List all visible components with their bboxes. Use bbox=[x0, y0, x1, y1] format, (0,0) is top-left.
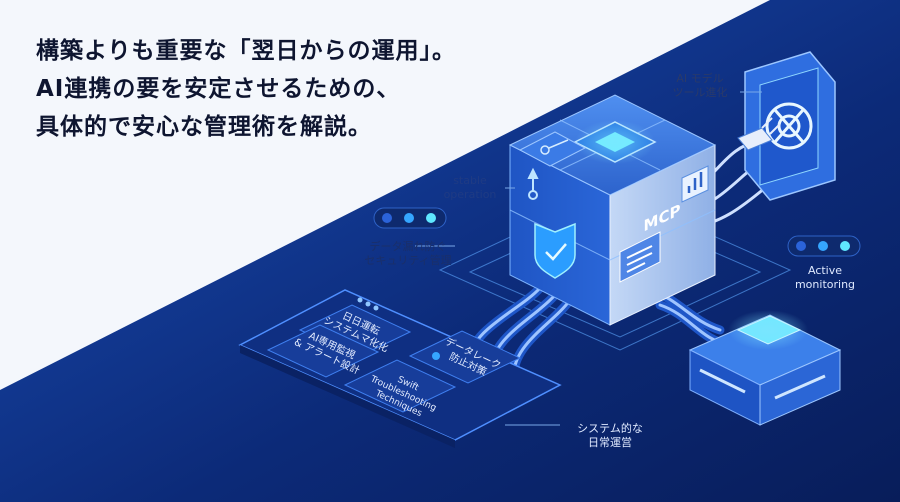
document-icon bbox=[619, 231, 661, 283]
label-security-line2: セキュリティ管理 bbox=[364, 254, 452, 267]
label-active-monitoring: Active monitoring bbox=[785, 264, 865, 292]
chip-icon bbox=[573, 120, 657, 164]
label-system-ops: システム的な 日常運営 bbox=[560, 422, 660, 450]
label-stable-operation: stable operation bbox=[430, 174, 510, 202]
openai-logo-icon bbox=[744, 51, 836, 201]
label-active-line1: Active bbox=[807, 264, 843, 277]
label-system-line1: システム的な bbox=[577, 422, 643, 435]
label-ai-model-line2: ツール進化 bbox=[672, 86, 728, 99]
headline-line-2: AI連携の要を安定させるための、 bbox=[36, 76, 401, 102]
callout-lines bbox=[415, 91, 762, 426]
label-security-line1: データ漏れ防ぐ bbox=[369, 240, 447, 253]
status-lights-left bbox=[373, 207, 447, 229]
background-light bbox=[0, 0, 770, 390]
plug-icon bbox=[737, 117, 781, 151]
headline-line-1: 構築よりも重要な「翌日からの運用」。 bbox=[36, 38, 457, 64]
shield-check-icon bbox=[534, 222, 576, 279]
circuit-tile-icon bbox=[518, 131, 587, 167]
bar-chart-icon bbox=[681, 165, 709, 203]
dashboard-panel bbox=[238, 289, 562, 448]
headline-line-3: 具体的で安心な管理術を解説。 bbox=[36, 114, 372, 140]
label-active-line2: monitoring bbox=[794, 278, 856, 291]
label-ai-model: AI モデル ツール進化 bbox=[660, 72, 740, 100]
label-stable-line1: stable bbox=[453, 174, 487, 187]
link-icon bbox=[527, 167, 539, 200]
server-icon bbox=[688, 310, 842, 426]
label-ai-model-line1: AI モデル bbox=[676, 72, 724, 85]
headline: 構築よりも重要な「翌日からの運用」。 AI連携の要を安定させるための、 具体的で… bbox=[36, 32, 556, 146]
label-security: データ漏れ防ぐ セキュリティ管理 bbox=[348, 240, 468, 268]
label-stable-line2: operation bbox=[443, 188, 497, 201]
label-system-line2: 日常運営 bbox=[588, 436, 632, 449]
status-lights-right bbox=[787, 235, 861, 257]
